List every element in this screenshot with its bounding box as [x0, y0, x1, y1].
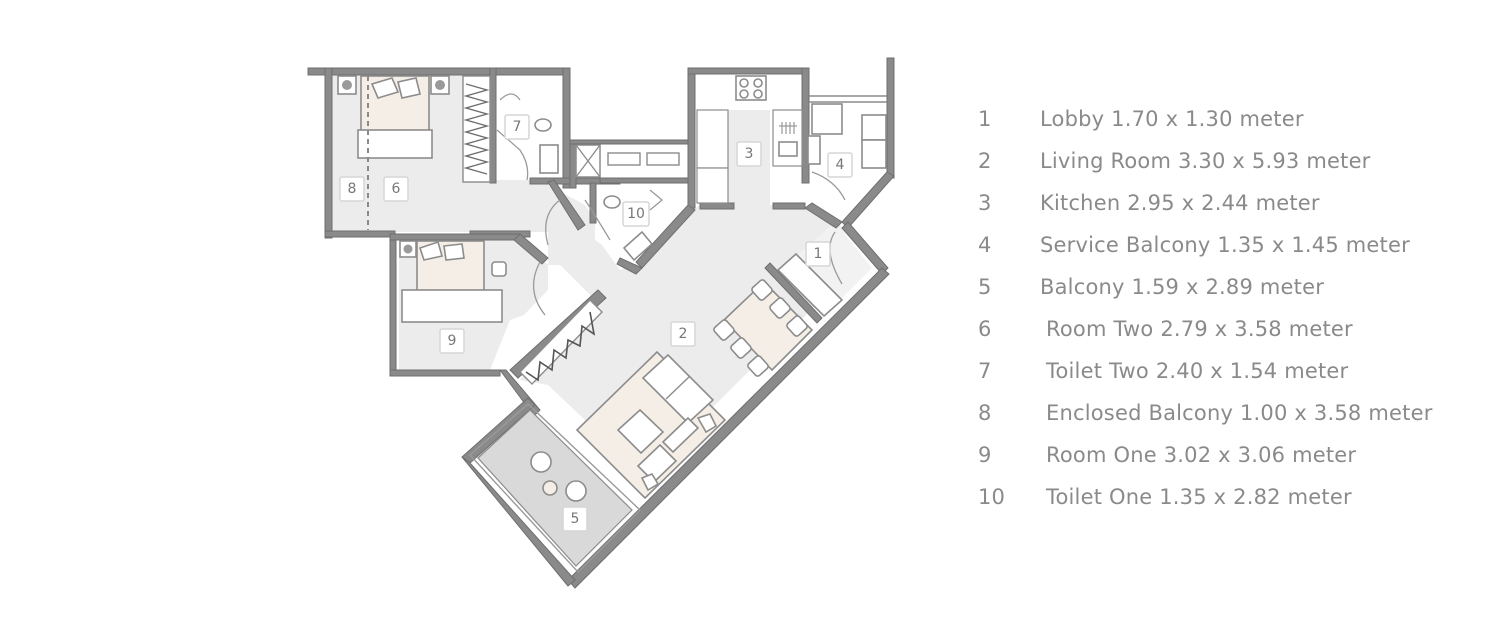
room-label-4: 4 — [827, 152, 853, 178]
legend-item-enclosed-balcony: 8 Enclosed Balcony 1.00 x 3.58 meter — [978, 392, 1478, 434]
svg-text:2: 2 — [679, 326, 688, 342]
legend-text: Toilet One 1.35 x 2.82 meter — [1046, 485, 1352, 509]
furniture — [337, 75, 887, 500]
room-label-6: 6 — [383, 176, 409, 202]
legend-item-toilet-two: 7 Toilet Two 2.40 x 1.54 meter — [978, 350, 1478, 392]
svg-text:10: 10 — [627, 206, 645, 222]
legend-item-service-balcony: 4 Service Balcony 1.35 x 1.45 meter — [978, 224, 1478, 266]
legend-text: Toilet Two 2.40 x 1.54 meter — [1046, 359, 1349, 383]
legend-number: 7 — [978, 359, 992, 383]
room-label-1: 1 — [805, 241, 831, 267]
svg-text:1: 1 — [814, 246, 823, 262]
svg-text:9: 9 — [448, 333, 457, 349]
legend-number: 2 — [978, 149, 992, 173]
legend-text: Living Room 3.30 x 5.93 meter — [1040, 149, 1371, 173]
svg-text:7: 7 — [513, 119, 522, 135]
legend-item-living-room: 2 Living Room 3.30 x 5.93 meter — [978, 140, 1478, 182]
room-label-10: 10 — [622, 201, 650, 227]
room-label-9: 9 — [439, 328, 465, 354]
room-label-8: 8 — [339, 176, 365, 202]
svg-text:8: 8 — [348, 181, 357, 197]
svg-text:4: 4 — [836, 157, 845, 173]
legend-item-lobby: 1 Lobby 1.70 x 1.30 meter — [978, 98, 1478, 140]
legend-text: Balcony 1.59 x 2.89 meter — [1040, 275, 1325, 299]
legend-item-room-two: 6 Room Two 2.79 x 3.58 meter — [978, 308, 1478, 350]
legend-number: 3 — [978, 191, 992, 215]
legend-text: Room Two 2.79 x 3.58 meter — [1046, 317, 1353, 341]
legend-number: 10 — [978, 485, 1006, 509]
legend-text: Kitchen 2.95 x 2.44 meter — [1040, 191, 1320, 215]
room-labels: 1 2 3 4 5 6 7 8 9 10 — [339, 114, 853, 532]
legend-text: Enclosed Balcony 1.00 x 3.58 meter — [1046, 401, 1433, 425]
legend-item-balcony: 5 Balcony 1.59 x 2.89 meter — [978, 266, 1478, 308]
room-label-3: 3 — [736, 141, 762, 167]
legend-number: 5 — [978, 275, 992, 299]
room-label-2: 2 — [670, 321, 696, 347]
legend-item-kitchen: 3 Kitchen 2.95 x 2.44 meter — [978, 182, 1478, 224]
svg-text:3: 3 — [745, 146, 754, 162]
room-label-5: 5 — [562, 506, 588, 532]
legend-number: 4 — [978, 233, 992, 257]
balcony-5 — [468, 403, 642, 574]
legend-number: 6 — [978, 317, 992, 341]
svg-text:6: 6 — [392, 181, 401, 197]
legend-text: Service Balcony 1.35 x 1.45 meter — [1040, 233, 1410, 257]
room-legend: 1 Lobby 1.70 x 1.30 meter 2 Living Room … — [978, 98, 1478, 518]
room-label-7: 7 — [504, 114, 530, 140]
legend-text: Room One 3.02 x 3.06 meter — [1046, 443, 1357, 467]
svg-text:5: 5 — [571, 511, 580, 527]
legend-item-toilet-one: 10 Toilet One 1.35 x 2.82 meter — [978, 476, 1478, 518]
legend-number: 1 — [978, 107, 992, 131]
legend-number: 8 — [978, 401, 992, 425]
walls — [307, 57, 895, 589]
legend-number: 9 — [978, 443, 992, 467]
legend-item-room-one: 9 Room One 3.02 x 3.06 meter — [978, 434, 1478, 476]
legend-text: Lobby 1.70 x 1.30 meter — [1040, 107, 1304, 131]
